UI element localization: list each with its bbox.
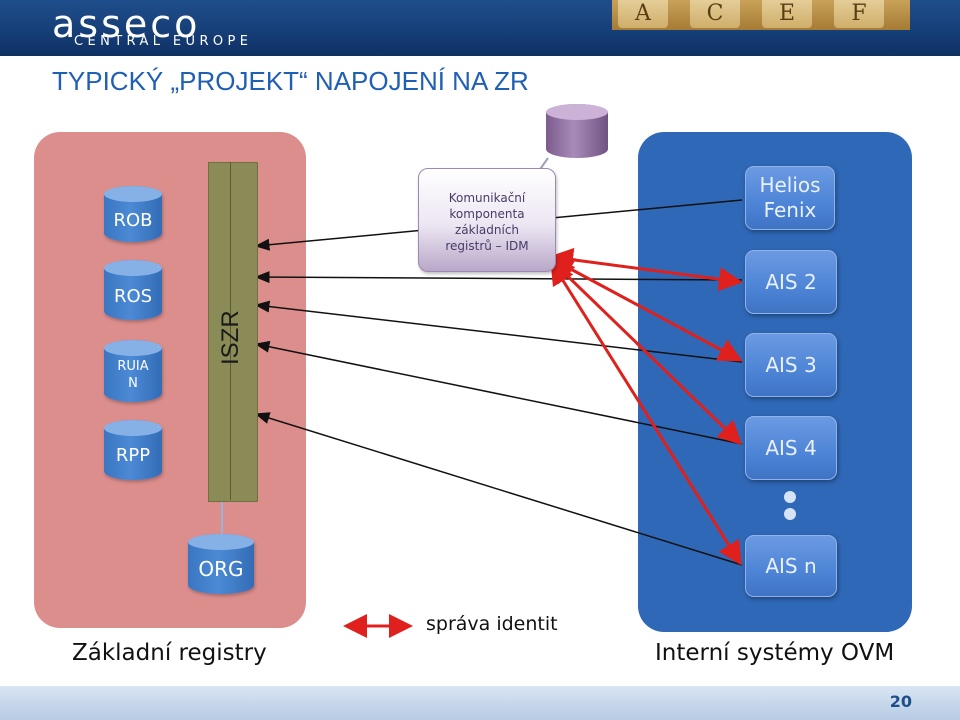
ais2-to-iszr-arrow (254, 271, 743, 284)
iszr-bus-divider (230, 162, 231, 500)
page-number: 20 (889, 692, 912, 711)
basic-registers-caption: Základní registry (72, 640, 267, 666)
ais-3: AIS 3 (745, 333, 837, 397)
asseco-logo: asseco (52, 2, 201, 46)
ais-helios-fenix: Helios Fenix (745, 166, 835, 230)
key-f: F (834, 0, 884, 28)
aisn-to-iszr-arrow (254, 412, 743, 566)
ellipsis-dot (784, 491, 796, 503)
ais3-to-iszr-arrow (254, 300, 743, 363)
register-org: ORG (188, 534, 254, 594)
comm-line-2: komponenta (449, 207, 525, 221)
slide-title: TYPICKÝ „PROJEKT“ NAPOJENÍ NA ZR (52, 66, 529, 96)
internal-systems-caption: Interní systémy OVM (655, 640, 895, 666)
header-bar: asseco CENTRAL EUROPE A C E F (0, 0, 960, 56)
key-c: C (690, 0, 740, 28)
communication-component-box: Komunikační komponenta základních regist… (418, 168, 556, 272)
identity-arrow-ais2 (549, 247, 743, 292)
comm-line-1: Komunikační (448, 191, 526, 205)
ellipsis-dot (784, 508, 796, 520)
iszr-label: ISZR (217, 310, 244, 365)
identity-arrow-aisn (550, 260, 742, 566)
register-rpp: RPP (104, 420, 162, 480)
ais-4: AIS 4 (745, 416, 837, 480)
key-a: A (618, 0, 668, 28)
keyboard-keys-image: A C E F (612, 0, 910, 30)
asseco-logo-subtitle: CENTRAL EUROPE (74, 34, 253, 49)
footer-bar (0, 686, 960, 720)
key-e: E (762, 0, 812, 28)
register-ros: ROS (104, 260, 162, 320)
legend-label: správa identit (426, 613, 558, 635)
register-ruian: RUIA N (104, 340, 162, 402)
comm-line-4: registrů – IDM (445, 239, 529, 253)
ais-2: AIS 2 (745, 250, 837, 314)
ais-n: AIS n (745, 535, 837, 597)
basic-registers-panel (34, 132, 306, 628)
iszr-bus (208, 162, 258, 502)
register-rob: ROB (104, 186, 162, 242)
comm-line-3: základních (454, 223, 520, 237)
database-icon (546, 104, 608, 158)
ais4-to-iszr-arrow (254, 340, 743, 445)
